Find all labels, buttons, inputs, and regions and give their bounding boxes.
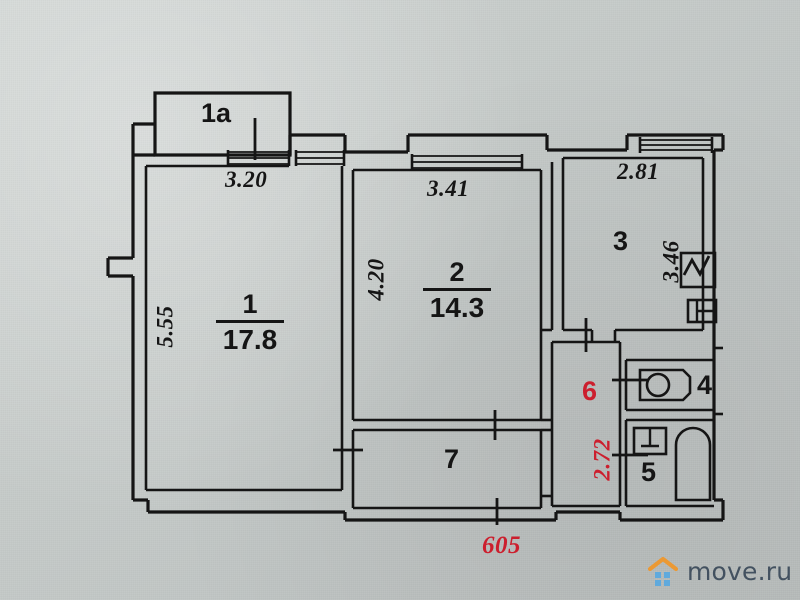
room-3-label: 3 [613,226,629,256]
partition-room1-room2 [340,166,355,490]
room-1-area: 17.8 [222,324,278,356]
window-room2-top [410,154,524,170]
washbasin-icon [632,426,668,456]
room-1-label: 1 17.8 [205,290,295,355]
room-4-label: 4 [697,370,713,400]
dimension-5-55: 5.55 [152,305,178,348]
room-5-bathroom-walls [624,418,714,508]
window-room1-top-2 [294,150,346,166]
dimension-4-20: 4.20 [363,258,389,301]
room-2-area: 14.3 [429,292,485,324]
room-2-fraction-rule [423,288,491,292]
room-1-number: 1 [242,289,258,319]
dimension-3-46: 3.46 [658,240,684,283]
room-6-label: 6 [582,376,598,406]
stove-icon [686,298,718,324]
room-6-hallway-walls [550,340,622,508]
room-1a-label: 1a [201,98,232,128]
outer-wall-top-left-step [131,122,155,158]
window-room1-top [226,150,291,166]
room-1-fraction-rule [216,320,284,324]
wall-stubs [541,328,723,422]
window-room3-kitchen-top [638,137,714,153]
room-7-label: 7 [444,444,460,474]
dimension-605: 605 [482,532,521,559]
room-5-label: 5 [641,457,657,487]
door-openings [253,118,648,525]
room-2-number: 2 [449,257,465,287]
sink-icon [679,251,717,289]
house-logo-icon [647,556,679,586]
room-2-label: 2 14.3 [412,258,502,323]
room-7-walls [351,428,552,510]
watermark-text: move.ru [687,556,793,586]
dimension-3-41: 3.41 [427,176,470,201]
room-3-inner-walls [561,156,705,342]
dimension-3-20: 3.20 [225,167,268,192]
watermark-move-ru: move.ru [647,556,793,586]
room-2-inner-walls [353,168,543,422]
room-1-inner-walls [144,164,342,492]
dimension-2-72: 2.72 [589,438,615,481]
dimension-2-81: 2.81 [617,159,660,184]
outer-wall-envelope [106,133,725,522]
toilet-icon [638,368,692,402]
room-4-toilet-walls [624,358,714,412]
bathtub-icon [674,426,712,502]
